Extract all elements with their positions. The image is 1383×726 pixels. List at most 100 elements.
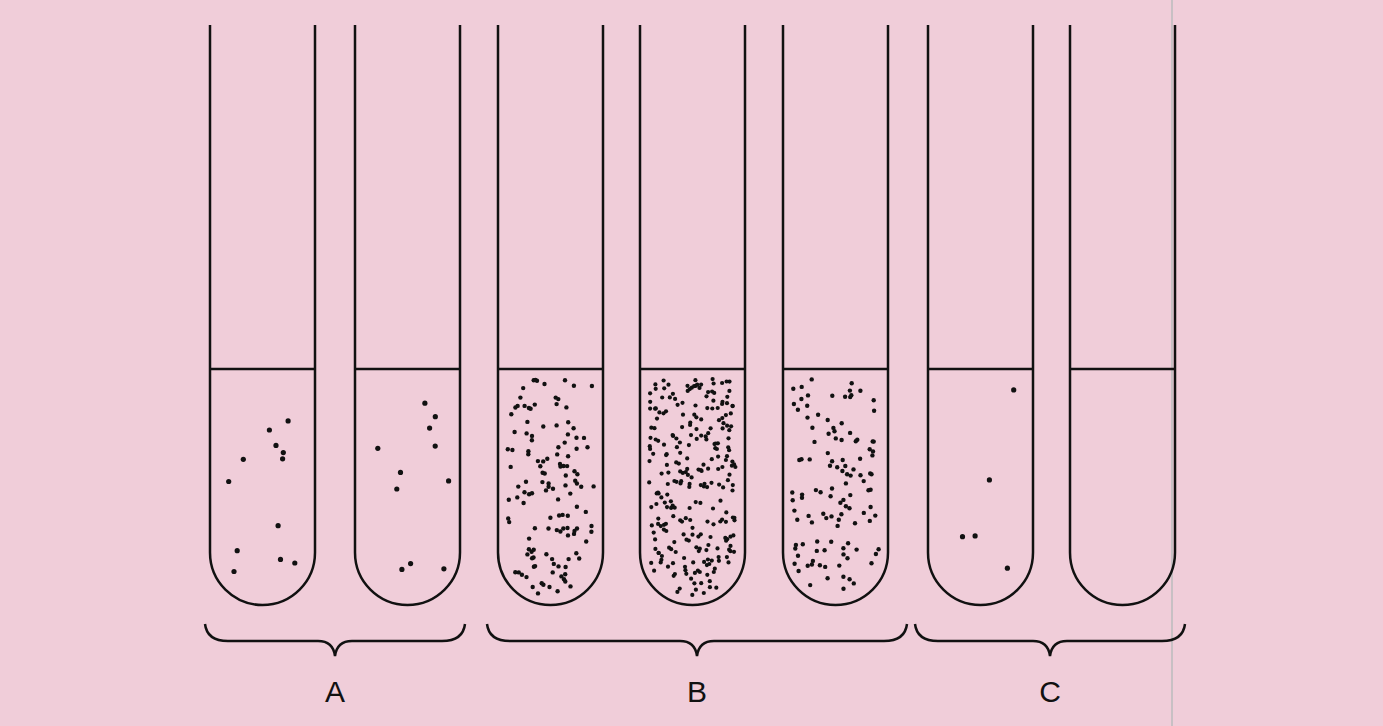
- particle: [572, 529, 576, 533]
- particle: [560, 513, 564, 517]
- particle: [828, 464, 832, 468]
- particle: [589, 524, 593, 528]
- particle: [792, 508, 796, 512]
- particle: [720, 381, 724, 385]
- particle: [433, 414, 438, 419]
- particle: [704, 437, 708, 441]
- particle: [648, 400, 652, 404]
- particle: [563, 483, 567, 487]
- particle: [584, 510, 588, 514]
- particle: [840, 421, 844, 425]
- particle: [724, 520, 728, 524]
- particle: [872, 439, 876, 443]
- particle: [422, 401, 427, 406]
- particle: [698, 570, 702, 574]
- particle: [551, 487, 555, 491]
- particle: [698, 501, 702, 505]
- particle: [674, 436, 678, 440]
- particle: [672, 479, 676, 483]
- particle: [525, 552, 529, 556]
- particle: [527, 536, 531, 540]
- particle: [800, 385, 804, 389]
- particle: [831, 426, 835, 430]
- particle: [853, 521, 857, 525]
- particle: [806, 564, 810, 568]
- particle: [522, 404, 526, 408]
- particle: [280, 456, 285, 461]
- particle: [559, 574, 563, 578]
- particle: [814, 488, 818, 492]
- particle: [554, 395, 558, 399]
- particle: [690, 533, 694, 537]
- particle: [702, 591, 706, 595]
- particle: [656, 517, 660, 521]
- particle: [844, 504, 848, 508]
- particle: [806, 514, 810, 518]
- particle: [726, 436, 730, 440]
- particle: [690, 593, 694, 597]
- particle: [706, 543, 710, 547]
- particle: [871, 449, 875, 453]
- particle: [711, 399, 715, 403]
- particle: [659, 524, 663, 528]
- particle: [730, 404, 734, 408]
- particle: [542, 382, 546, 386]
- particle: [648, 436, 652, 440]
- particle: [729, 411, 733, 415]
- particle: [704, 548, 708, 552]
- particle: [579, 485, 583, 489]
- particle: [538, 464, 542, 468]
- test-tube: [640, 25, 745, 605]
- particle: [515, 404, 519, 408]
- particle: [394, 486, 399, 491]
- particle: [847, 577, 851, 581]
- particle: [647, 459, 651, 463]
- particle: [659, 495, 663, 499]
- particle: [699, 468, 703, 472]
- brace-c: [915, 624, 1185, 656]
- particle: [841, 546, 845, 550]
- particle: [846, 541, 850, 545]
- particle: [662, 386, 666, 390]
- particle: [507, 498, 511, 502]
- particle: [869, 561, 873, 565]
- particle: [732, 550, 736, 554]
- particle: [665, 505, 669, 509]
- particle: [687, 443, 691, 447]
- particle: [726, 478, 730, 482]
- particle: [854, 439, 858, 443]
- particle: [654, 406, 658, 410]
- particle: [572, 469, 576, 473]
- particle: [566, 420, 570, 424]
- particle: [830, 394, 834, 398]
- particle: [717, 559, 721, 563]
- particle: [686, 473, 690, 477]
- particle: [829, 540, 833, 544]
- particle: [574, 447, 578, 451]
- particle: [673, 506, 677, 510]
- particle: [427, 426, 432, 431]
- particle: [530, 491, 534, 495]
- particle: [649, 426, 653, 430]
- particle: [563, 579, 567, 583]
- particle: [960, 534, 965, 539]
- particle: [680, 425, 684, 429]
- particle: [555, 528, 559, 532]
- particle: [375, 446, 380, 451]
- particle: [699, 417, 703, 421]
- particle: [533, 564, 537, 568]
- particle: [841, 552, 845, 556]
- particle: [568, 584, 572, 588]
- particle: [702, 482, 706, 486]
- particle: [845, 472, 849, 476]
- particle: [673, 572, 677, 576]
- brace-b: [487, 624, 907, 656]
- particle: [678, 451, 682, 455]
- particle: [235, 548, 240, 553]
- particle: [521, 386, 525, 390]
- particle: [808, 583, 812, 587]
- particle: [408, 561, 413, 566]
- particle: [721, 421, 725, 425]
- particle: [704, 394, 708, 398]
